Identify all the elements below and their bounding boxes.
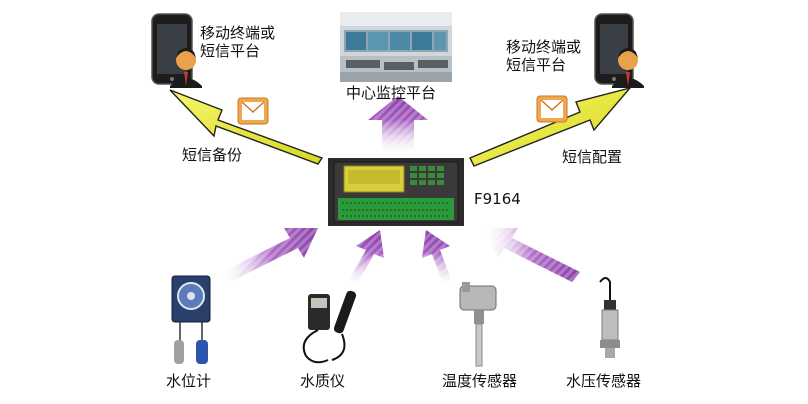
mobile-right-label: 移动终端或 短信平台 [506,38,581,74]
sms-backup-label: 短信备份 [182,146,243,164]
mobile-left-line1: 移动终端或 [200,24,276,42]
f9164-device [328,158,464,226]
sensor-label-water-pressure: 水压传感器 [566,372,642,390]
water-pressure-sensor-icon [599,277,620,358]
water-level-meter-icon [171,275,211,364]
arrow-temperature [422,230,452,286]
arrow-up-to-center [368,96,428,155]
device-model-label: F9164 [474,190,521,208]
arrow-sms-backup [169,89,324,165]
arrow-water-quality [348,230,384,286]
sensor-label-temperature: 温度传感器 [442,372,518,390]
mobile-left-line2: 短信平台 [200,42,261,60]
envelope-left-icon [237,97,269,125]
sms-config-label: 短信配置 [562,148,623,166]
envelope-right-icon [536,95,568,123]
water-quality-meter-icon [302,290,357,364]
center-platform-label: 中心监控平台 [346,84,437,102]
person-right-icon [612,48,644,88]
arrow-water-level [222,228,318,282]
arrow-water-pressure [484,228,580,282]
temperature-sensor-icon [459,282,497,367]
mobile-right-line2: 短信平台 [506,56,567,74]
mobile-right-line1: 移动终端或 [506,38,582,56]
sensor-label-water-quality: 水质仪 [300,372,346,390]
mobile-left-label: 移动终端或 短信平台 [200,24,275,60]
control-room-image [340,12,452,82]
sensor-label-water-level: 水位计 [166,372,212,390]
arrow-sms-config [469,86,632,167]
person-left-icon [170,48,202,88]
